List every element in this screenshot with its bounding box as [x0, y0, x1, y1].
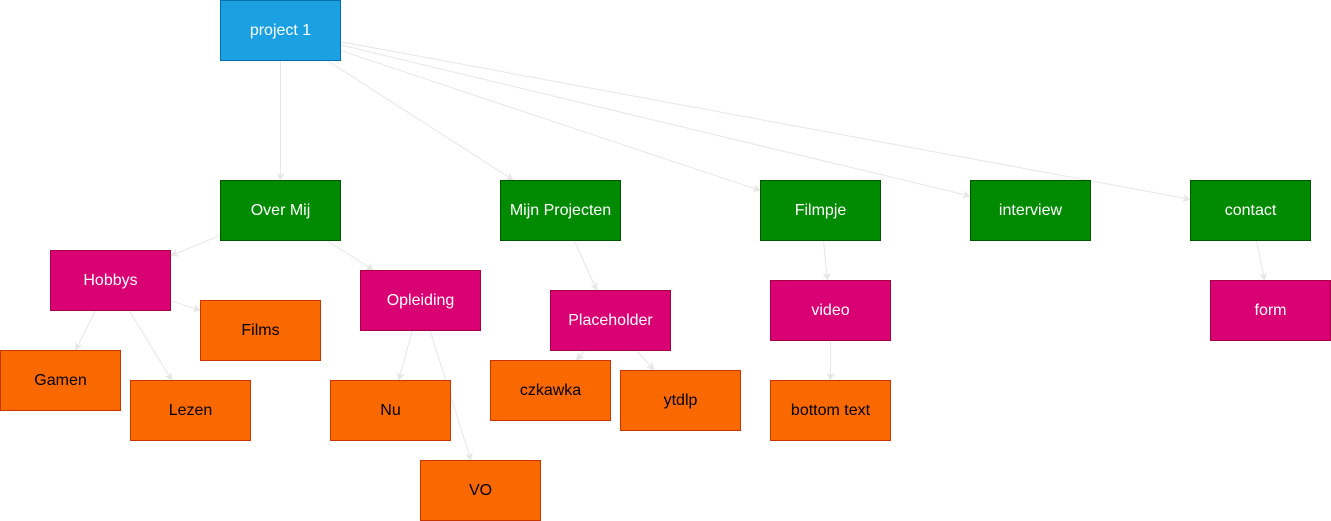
node-label: czkawka — [519, 381, 582, 399]
edge-hobbys-to-lezen — [128, 310, 173, 381]
node-label: bottom text — [790, 401, 871, 419]
edge-hobbys-to-films — [170, 300, 201, 312]
node-label: Filmpje — [794, 201, 847, 219]
node-opleiding[interactable]: Opleiding — [360, 270, 481, 331]
node-contact[interactable]: contact — [1190, 180, 1311, 241]
node-placeholder[interactable]: Placeholder — [550, 290, 671, 351]
edge-hobbys-to-gamen — [75, 310, 96, 351]
node-interview[interactable]: interview — [970, 180, 1091, 241]
node-project-1[interactable]: project 1 — [220, 0, 341, 61]
node-czkawka[interactable]: czkawka — [490, 360, 611, 421]
edge-contact-to-form — [1256, 240, 1267, 281]
node-label: Opleiding — [386, 291, 455, 309]
node-label: contact — [1224, 201, 1277, 219]
node-label: form — [1254, 301, 1287, 319]
node-label: Placeholder — [568, 311, 653, 329]
node-label: Over Mij — [250, 201, 311, 219]
node-label: video — [811, 301, 850, 319]
node-form[interactable]: form — [1210, 280, 1331, 341]
edge-project1-to-interview — [340, 44, 971, 199]
edge-placeholder-to-ytdlp — [636, 350, 655, 371]
node-label: Mijn Projecten — [509, 201, 612, 219]
edge-mijn_projecten-to-placeholder — [573, 240, 598, 291]
edge-over_mij-to-hobbys — [170, 234, 221, 257]
node-label: VO — [468, 481, 493, 499]
node-ytdlp[interactable]: ytdlp — [620, 370, 741, 431]
node-lezen[interactable]: Lezen — [130, 380, 251, 441]
node-label: project 1 — [249, 21, 312, 39]
edge-over_mij-to-opleiding — [327, 240, 374, 271]
node-video[interactable]: video — [770, 280, 891, 341]
node-bottom-text[interactable]: bottom text — [770, 380, 891, 441]
node-nu[interactable]: Nu — [330, 380, 451, 441]
node-label: Gamen — [34, 371, 87, 389]
node-label: Films — [241, 321, 280, 339]
node-label: ytdlp — [663, 391, 698, 409]
node-filmpje[interactable]: Filmpje — [760, 180, 881, 241]
edge-project1-to-mijn_projecten — [327, 60, 514, 181]
node-mijn-projecten[interactable]: Mijn Projecten — [500, 180, 621, 241]
edge-project1-to-filmpje — [340, 50, 761, 192]
node-label: interview — [998, 201, 1063, 219]
edge-placeholder-to-czkawka — [575, 350, 585, 361]
node-label: Lezen — [168, 401, 213, 419]
node-vo[interactable]: VO — [420, 460, 541, 521]
node-over-mij[interactable]: Over Mij — [220, 180, 341, 241]
node-label: Nu — [380, 401, 401, 419]
node-label: Hobbys — [83, 271, 138, 289]
node-films[interactable]: Films — [200, 300, 321, 361]
edge-project1-to-contact — [340, 41, 1191, 202]
edge-opleiding-to-nu — [396, 330, 413, 381]
node-hobbys[interactable]: Hobbys — [50, 250, 171, 311]
node-gamen[interactable]: Gamen — [0, 350, 121, 411]
edge-filmpje-to-video — [822, 240, 831, 281]
